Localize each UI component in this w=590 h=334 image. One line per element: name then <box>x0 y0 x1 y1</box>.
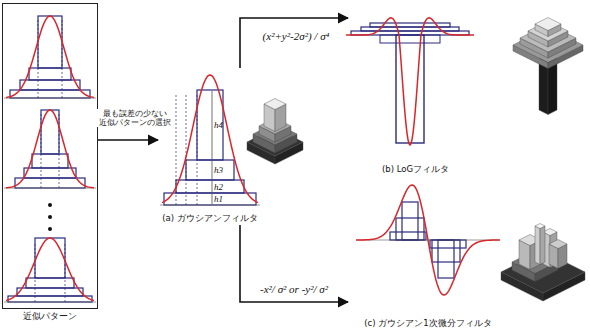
approx-rect <box>186 160 234 180</box>
approx-rect <box>26 278 74 288</box>
ellipsis-dot <box>48 203 52 207</box>
edge-label: 最も誤差の少ない 近似パターンの選択 <box>97 109 173 127</box>
log-curve <box>346 18 474 145</box>
dimension-line <box>212 194 213 204</box>
figure-caption: 近似パターン <box>23 311 77 323</box>
block-face <box>550 232 557 268</box>
block-face <box>549 240 567 249</box>
approx-rect <box>20 80 80 90</box>
approx-rect <box>29 68 71 80</box>
block-face <box>264 99 286 110</box>
height-label: h4 <box>214 120 223 130</box>
approx-rect <box>17 288 83 296</box>
approx-rect <box>430 240 466 248</box>
edge-label: (x²+y²-2σ²) / σ⁴ <box>261 30 332 43</box>
pattern-panel: 近似パターン <box>2 3 98 309</box>
dimension-line <box>212 161 213 179</box>
approx-rect <box>8 296 92 302</box>
block-face <box>535 18 561 31</box>
flow-arrow <box>98 139 158 141</box>
pattern-list <box>4 16 96 302</box>
gaussian-curve <box>6 110 94 188</box>
gaussian-curve <box>6 16 94 97</box>
approx-rect <box>38 16 62 68</box>
log-figure <box>346 18 474 145</box>
approx-rect <box>32 154 68 168</box>
dimension-line <box>212 91 213 159</box>
height-label: h3 <box>214 165 223 175</box>
log-block <box>513 18 583 115</box>
approx-rect <box>15 178 85 188</box>
approx-rect <box>396 218 424 240</box>
dimension-line <box>212 181 213 192</box>
height-label: h1 <box>214 194 223 204</box>
approx-rect <box>35 238 65 278</box>
block-face <box>540 226 545 265</box>
height-label: h2 <box>214 182 223 192</box>
edge-label: -x²/ σ² or -y²/ σ² <box>258 283 330 296</box>
approx-rect <box>402 202 418 240</box>
approx-rect <box>10 90 90 98</box>
approx-rect <box>380 35 440 43</box>
baseline <box>4 98 96 99</box>
approx-rect <box>432 240 460 262</box>
guide-line <box>35 242 36 302</box>
derivative-figure <box>356 185 500 295</box>
ellipsis-dot <box>48 227 52 231</box>
filter-figure: (a) ガウシアンフィルタ <box>158 68 262 225</box>
figure-caption: (b) LoGフィルタ <box>382 164 449 176</box>
guide-line <box>62 20 63 98</box>
baseline <box>4 188 96 189</box>
filter-figure: (b) LoGフィルタ <box>348 4 483 176</box>
ellipsis-dot <box>48 215 52 219</box>
guide-line <box>38 20 39 98</box>
approx-rect <box>361 27 459 31</box>
approx-rect <box>164 193 256 205</box>
approx-rect <box>390 232 426 240</box>
baseline <box>160 205 260 206</box>
gaussian-curve <box>162 75 258 203</box>
flow-arrow <box>240 225 348 302</box>
guide-line <box>186 94 187 205</box>
gaussian-curve <box>6 238 94 301</box>
block-face <box>535 226 540 265</box>
derivative-block <box>501 224 585 302</box>
gaussian-block <box>247 99 303 165</box>
figure-caption: (a) ガウシアンフィルタ <box>162 213 258 225</box>
filter-figure: (c) ガウシアン1次微分フィルタ <box>348 180 508 330</box>
derivative-curve <box>356 185 500 295</box>
flow-arrow <box>240 18 348 68</box>
gaussian-figure <box>160 75 260 205</box>
approx-rect <box>438 240 454 278</box>
figure-caption: (c) ガウシアン1次微分フィルタ <box>364 318 491 330</box>
approx-rect <box>197 90 223 160</box>
baseline <box>4 302 96 303</box>
approx-rect <box>24 168 76 178</box>
approx-rect <box>41 110 59 154</box>
guide-line <box>65 242 66 302</box>
block-face <box>535 224 545 229</box>
